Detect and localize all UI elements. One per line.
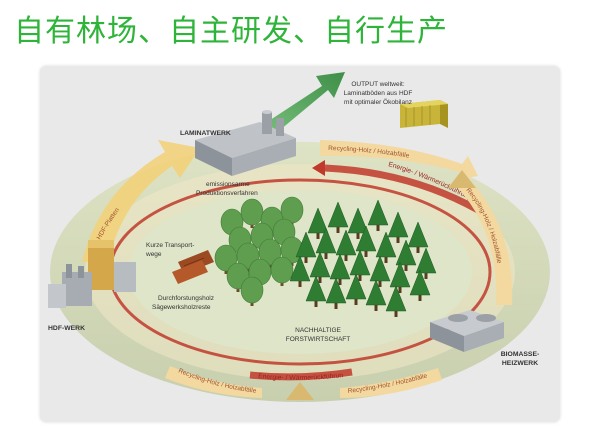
tree-trunk [334, 302, 338, 309]
tree-trunk [354, 298, 358, 305]
tree-trunk [364, 250, 368, 257]
deciduous-tree [240, 198, 264, 226]
hdf-platten-arrow [82, 140, 200, 262]
tree-trunk [374, 304, 378, 311]
forest [214, 196, 437, 317]
output-line-2: Laminatböden aus HDF [344, 90, 413, 97]
deciduous-tree [240, 276, 264, 304]
hdf-werk-building [48, 240, 136, 308]
conifer-tree [407, 221, 429, 248]
durchforstung-line-2: Sägewerksholzreste [152, 304, 211, 311]
output-line-1: OUTPUT weltweit: [351, 81, 405, 88]
tree-trunk [304, 256, 308, 263]
tree-trunk [376, 224, 380, 231]
conifer-tree [395, 239, 417, 266]
conifer-tree [295, 231, 317, 258]
conifer-tree [345, 273, 367, 300]
kurze-line-2: wege [145, 251, 162, 258]
conifer-tree [329, 253, 351, 280]
conifer-tree [347, 207, 369, 234]
energie-top-arrow [324, 164, 480, 214]
durchforstung-line-1: Durchforstungsholz [158, 295, 214, 302]
recycling-right-arrow [458, 180, 513, 305]
laminatwerk-building [195, 110, 296, 176]
wood-logs [172, 250, 214, 284]
nachhaltige-line-1: NACHHALTIGE [295, 327, 341, 334]
tree-trunk [396, 236, 400, 243]
tree-trunk [398, 286, 402, 293]
output-text: OUTPUT weltweit: Laminatböden aus HDF mi… [344, 81, 413, 106]
biomasse-line-2: HEIZWERK [502, 360, 538, 367]
tree-trunk [404, 264, 408, 271]
sawdust-pile-bottom [286, 382, 314, 400]
conifer-tree [369, 255, 391, 282]
deciduous-tree [270, 256, 294, 284]
slide-heading: 自有林场、自主研发、自行生产 [14, 14, 448, 49]
laminatwerk-label: LAMINATWERK [180, 130, 231, 137]
tree-trunk [416, 246, 420, 253]
biomasse-building [430, 310, 504, 352]
tree-trunk [356, 232, 360, 239]
nachhaltige-line-2: FORSTWIRTSCHAFT [286, 336, 351, 343]
conifer-tree [315, 227, 337, 254]
conifer-tree [327, 201, 349, 228]
conifer-tree [355, 225, 377, 252]
sawdust-pile-top [448, 170, 476, 188]
conifer-tree [375, 231, 397, 258]
laminate-package [400, 100, 448, 128]
tree-trunk [394, 310, 398, 317]
tree-trunk [344, 254, 348, 261]
biomasse-line-1: BIOMASSE- [501, 351, 540, 358]
energie-top-arrowhead [312, 160, 325, 176]
tree-trunk [384, 256, 388, 263]
tree-trunk [424, 272, 428, 279]
emission-line-2: Produktionsverfahren [196, 190, 258, 197]
conifer-tree [367, 199, 389, 226]
conifer-tree [415, 247, 437, 274]
kurze-line-1: Kurze Transport- [146, 242, 194, 249]
conifer-tree [335, 229, 357, 256]
recycling-bottom-right-arrow [340, 368, 442, 398]
output-line-3: mit optimaler Ökobilanz [344, 98, 412, 106]
emission-line-1: emissionsarme [206, 181, 250, 188]
conifer-tree [305, 275, 327, 302]
conifer-tree [309, 251, 331, 278]
conifer-tree [349, 249, 371, 276]
tree-trunk [338, 278, 342, 285]
conifer-tree [307, 207, 329, 234]
conifer-tree [409, 269, 431, 296]
tree-trunk [358, 274, 362, 281]
recycling-top-arrow [320, 140, 478, 180]
conifer-tree [387, 211, 409, 238]
tree-trunk [378, 280, 382, 287]
conifer-tree [365, 279, 387, 306]
recycling-bottom-left-arrow [165, 366, 262, 398]
tree-trunk [318, 276, 322, 283]
tree-trunk [298, 280, 302, 287]
hdf-werk-label: HDF-WERK [48, 325, 85, 332]
conifer-tree [289, 255, 311, 282]
tree-trunk [316, 232, 320, 239]
tree-trunk [336, 226, 340, 233]
tree-trunk [324, 252, 328, 259]
conifer-tree [389, 261, 411, 288]
tree-trunk [418, 294, 422, 301]
tree-trunk [314, 300, 318, 307]
energie-bottom-arrow [249, 368, 353, 381]
conifer-tree [385, 285, 407, 312]
conifer-tree [325, 277, 347, 304]
